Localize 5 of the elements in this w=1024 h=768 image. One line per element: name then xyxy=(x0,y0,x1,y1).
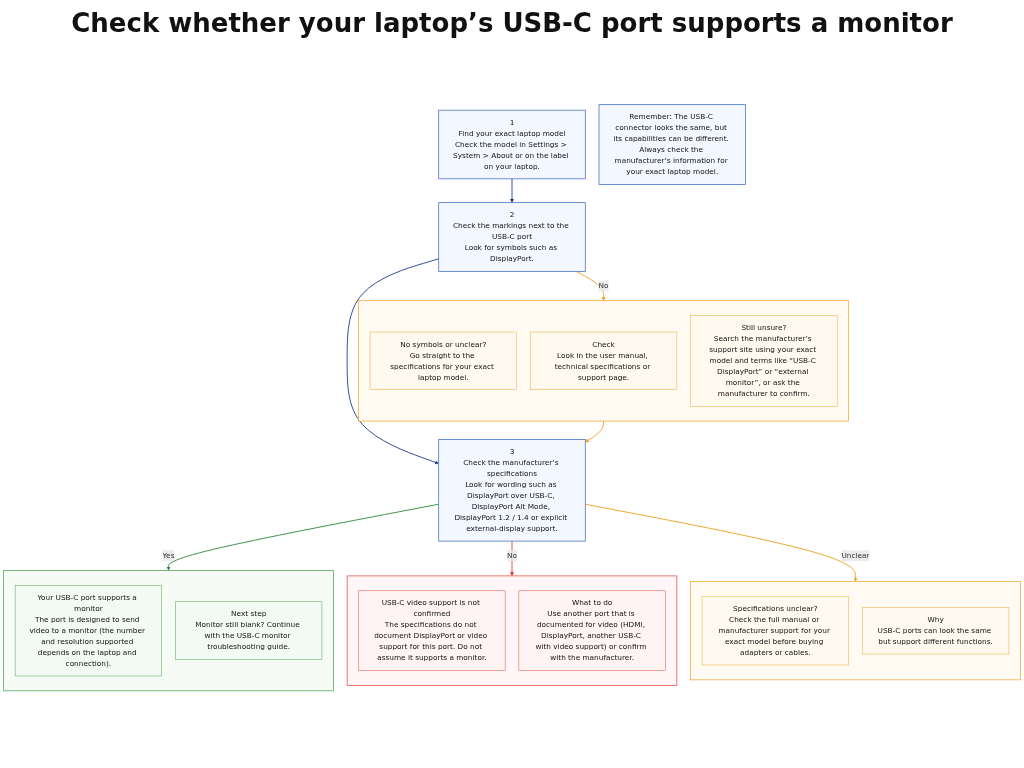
cluster xyxy=(346,575,678,686)
cluster xyxy=(690,581,1021,681)
diagram-title: Check whether your laptop’s USB-C port supports a monitor xyxy=(70,8,954,38)
cluster xyxy=(358,300,849,422)
cluster xyxy=(3,570,334,692)
